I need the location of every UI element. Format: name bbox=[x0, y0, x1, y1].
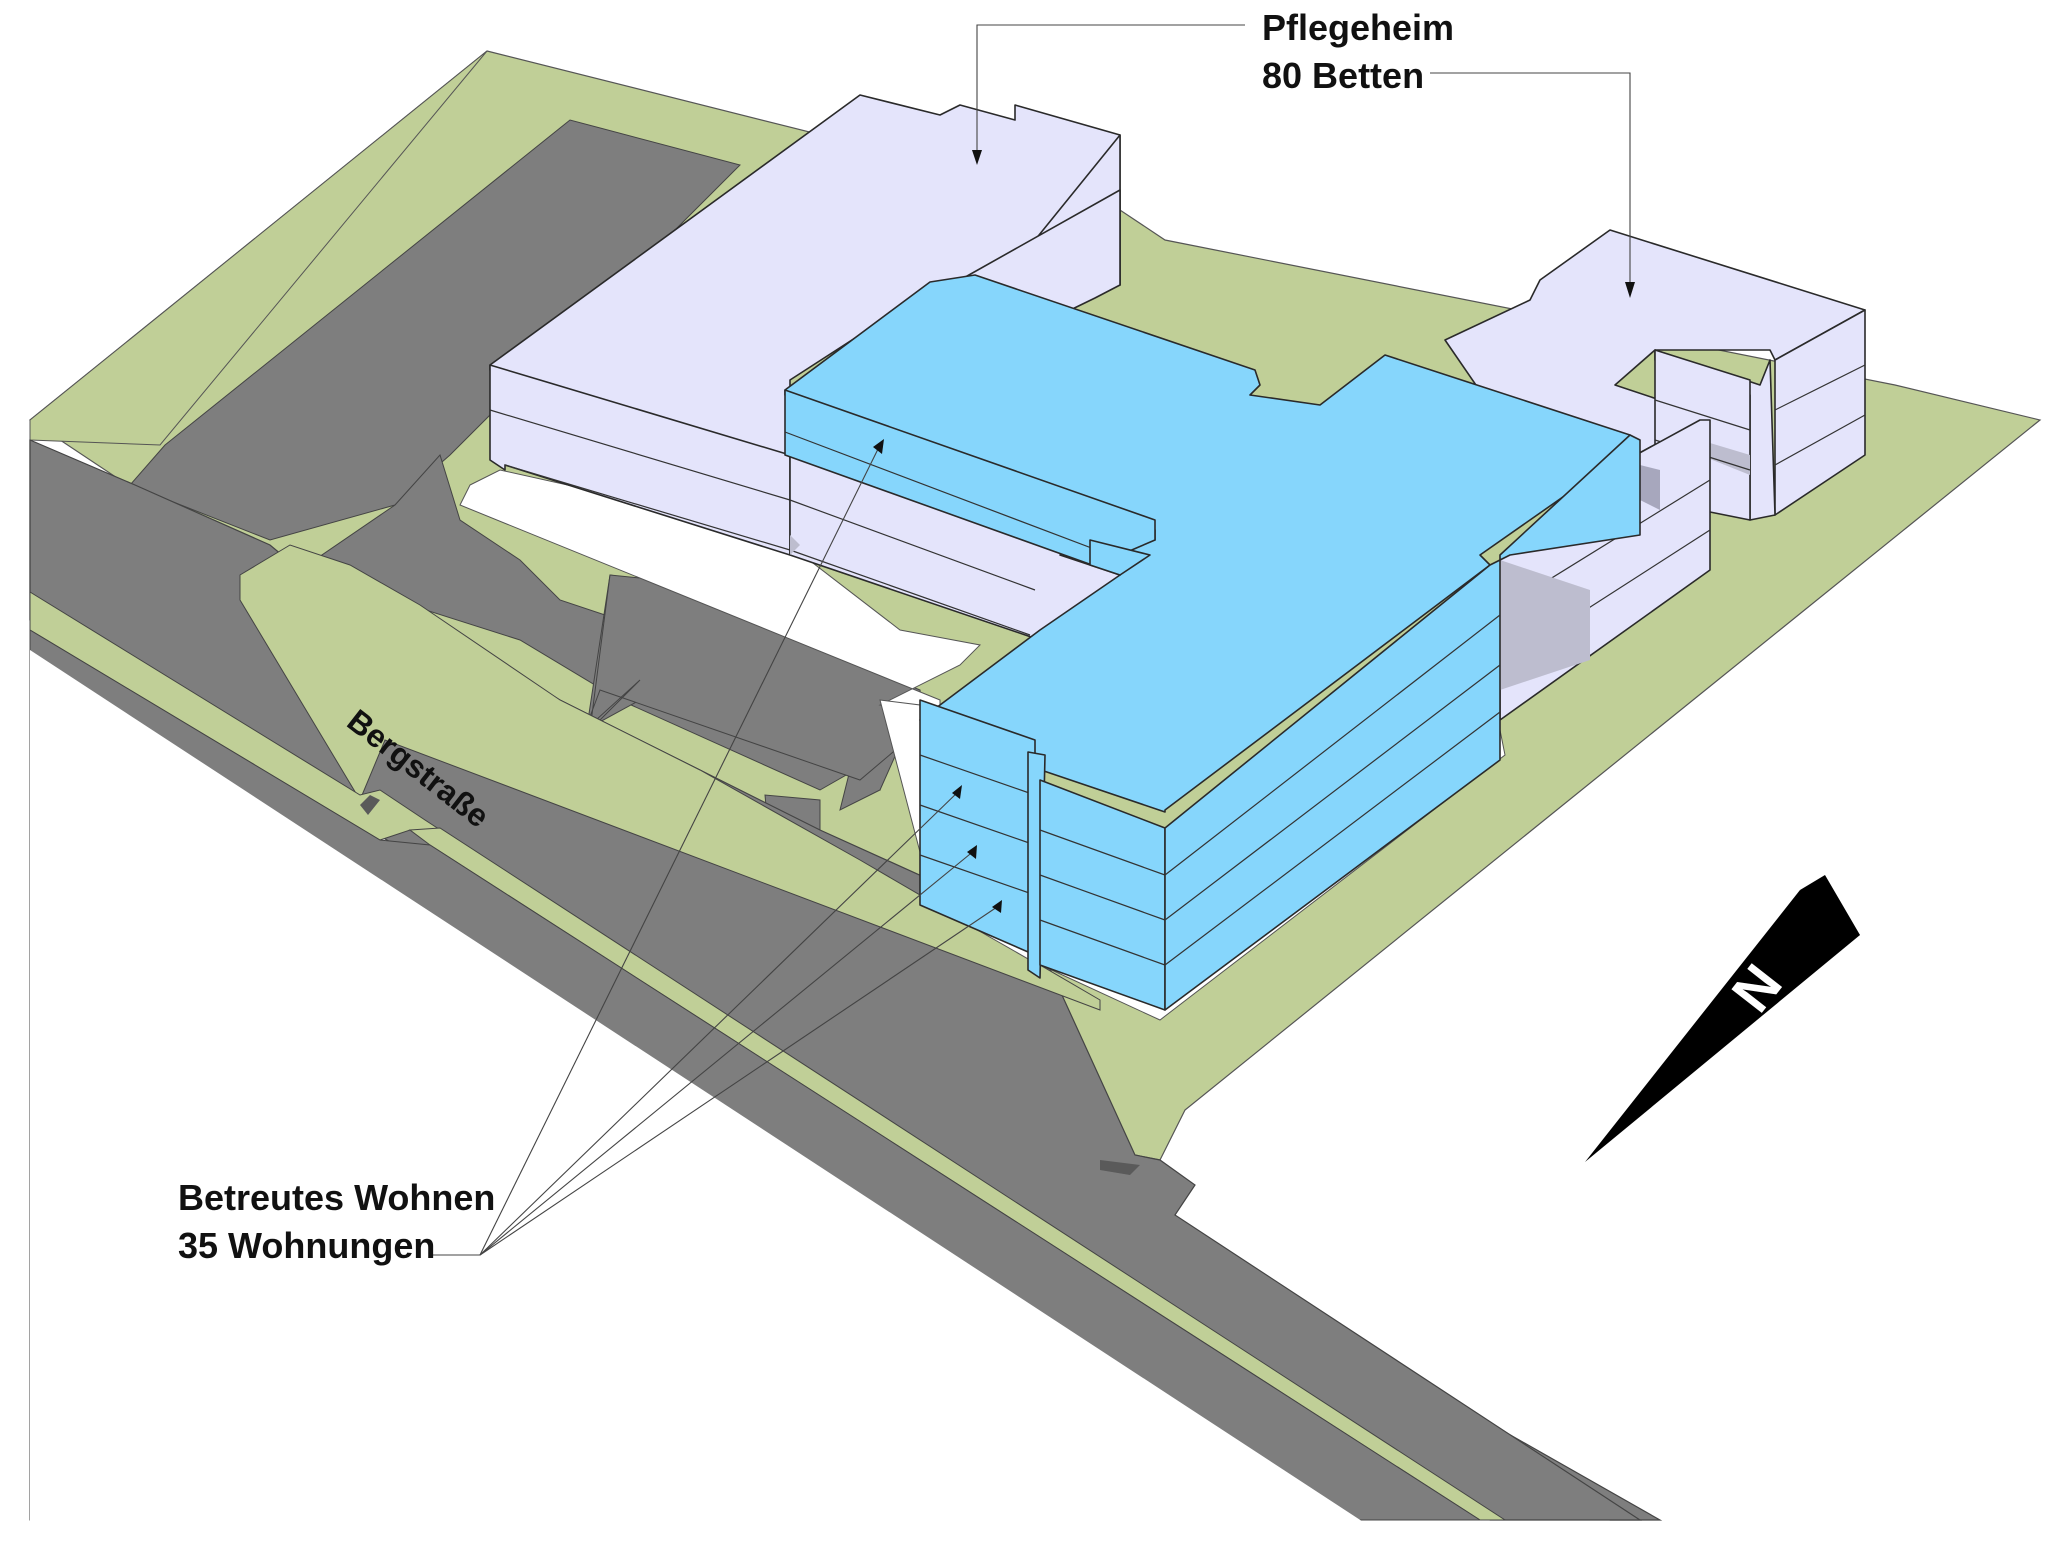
care-home-label-line1: Pflegeheim bbox=[1262, 7, 1454, 48]
care-home-arrowhead-right bbox=[1625, 282, 1635, 298]
curb-shadow-2 bbox=[1100, 1160, 1140, 1175]
assisted-living-label-line1: Betreutes Wohnen bbox=[178, 1177, 495, 1218]
assisted-leader-2 bbox=[479, 789, 961, 1256]
north-arrow-head bbox=[1800, 875, 1860, 945]
white-below-road bbox=[30, 650, 1400, 1546]
assisted-arrowhead-1 bbox=[873, 439, 884, 454]
care-home-east-south-shadow bbox=[1500, 560, 1590, 690]
grass-sidewalk-strip-lower bbox=[408, 827, 1507, 1521]
care-home-east-dark-shadow bbox=[1640, 465, 1660, 510]
assisted-living-building bbox=[784, 274, 1641, 1011]
care-home-label-line2: 80 Betten bbox=[1262, 55, 1424, 96]
assisted-arrowhead-4 bbox=[992, 900, 1002, 913]
care-home-leader-right bbox=[1430, 72, 1631, 290]
assisted-living-side-face bbox=[1164, 559, 1501, 1011]
assisted-leader-1 bbox=[479, 444, 881, 1256]
care-home-east-face-right bbox=[1774, 309, 1866, 516]
assisted-arrowhead-2 bbox=[952, 785, 962, 799]
care-home-shadow-mid bbox=[790, 535, 800, 555]
care-home-leader-left bbox=[976, 24, 1245, 160]
assisted-leader-3 bbox=[479, 849, 976, 1256]
leader-lines bbox=[430, 24, 1635, 1256]
north-arrow: N bbox=[1585, 875, 1860, 1162]
care-home-arrowhead-left bbox=[972, 150, 982, 165]
care-home-building bbox=[489, 94, 1866, 721]
assisted-living-label-line2: 35 Wohnungen bbox=[178, 1225, 435, 1266]
assisted-living-mid-face bbox=[1089, 539, 1151, 576]
assisted-leader-4 bbox=[479, 904, 1001, 1256]
curb-shadow bbox=[360, 795, 380, 815]
grass-strip-left bbox=[29, 50, 488, 446]
north-arrow-body bbox=[1585, 890, 1860, 1162]
assisted-living-east-strip bbox=[1499, 434, 1641, 561]
assisted-arrowhead-3 bbox=[967, 845, 977, 859]
